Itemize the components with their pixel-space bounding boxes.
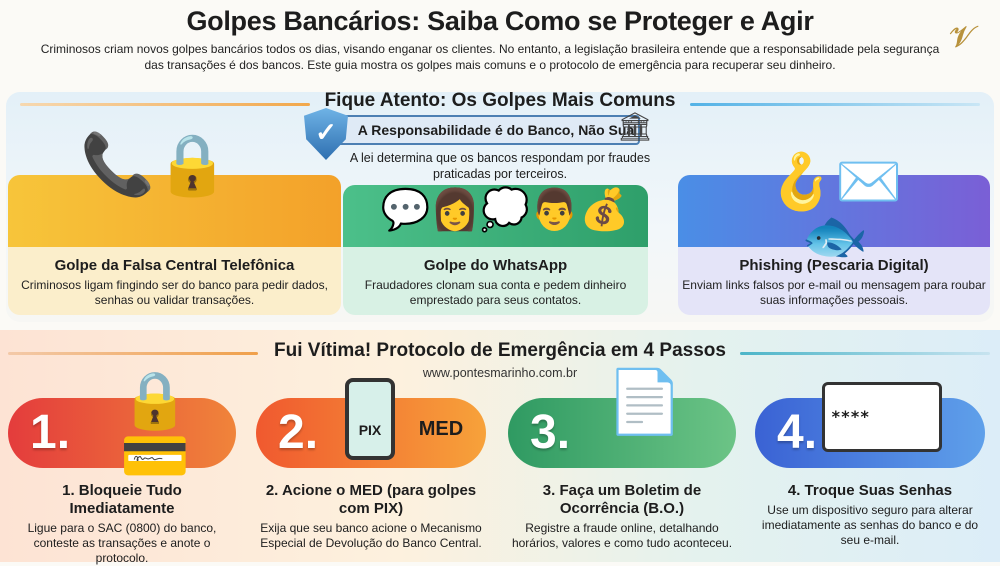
scam-title: Phishing (Pescaria Digital) [739, 257, 929, 274]
scam-title: Golpe do WhatsApp [423, 257, 568, 274]
phone-lock-icon: 📞🔒 [80, 131, 230, 198]
police-report-icon: 📄 [606, 368, 684, 437]
website-url: www.pontesmarinho.com.br [422, 366, 578, 380]
step-title: 3. Faça um Boletim de Ocorrência (B.O.) [542, 482, 702, 517]
step-number: 3. [530, 406, 571, 459]
whatsapp-chat-icon: 💬👩💭👨💰 [380, 188, 630, 232]
scam-desc: Enviam links falsos por e-mail ou mensag… [682, 278, 986, 307]
divider [8, 352, 258, 355]
step-3-pill: 3. [508, 398, 736, 468]
page-title: Golpes Bancários: Saiba Como se Proteger… [186, 6, 814, 36]
lock-card-icon: 🔒💳 [120, 368, 190, 487]
responsibility-subtext: A lei determina que os bancos respondam … [349, 151, 651, 181]
step-desc: Ligue para o SAC (0800) do banco, contes… [27, 521, 217, 565]
scam-card-phishing: Phishing (Pescaria Digital) Enviam links … [678, 175, 990, 315]
bank-icon: 🏛 [617, 111, 653, 142]
divider [740, 352, 990, 355]
pix-phone-icon: PIX [345, 378, 395, 460]
step-1-pill: 1. [8, 398, 236, 468]
step-title: 2. Acione o MED (para golpes com PIX) [265, 482, 477, 517]
intro-text: Criminosos criam novos golpes bancários … [40, 42, 940, 72]
step-desc: Registre a fraude online, detalhando hor… [511, 521, 733, 550]
divider [20, 103, 310, 106]
step-number: 1. [30, 406, 71, 459]
med-refund-icon: MED [418, 418, 464, 440]
law-firm-logo-icon: 𝓥 [949, 20, 975, 55]
section-heading-scams: Fique Atento: Os Golpes Mais Comuns [324, 90, 676, 111]
step-3-text: 3. Faça um Boletim de Ocorrência (B.O.) R… [508, 482, 736, 551]
step-title: 1. Bloqueie Tudo Imediatamente [62, 482, 182, 517]
password-window-icon: **** [822, 382, 942, 452]
divider [690, 103, 980, 106]
step-2-text: 2. Acione o MED (para golpes com PIX) Exi… [256, 482, 486, 551]
scam-desc: Fraudadores clonam sua conta e pedem din… [364, 278, 627, 307]
step-title: 4. Troque Suas Senhas [787, 482, 953, 499]
step-desc: Use um dispositivo seguro para alterar i… [761, 503, 979, 547]
step-number: 2. [278, 406, 319, 459]
step-number: 4. [777, 406, 818, 459]
scam-desc: Criminosos ligam fingindo ser do banco p… [21, 278, 328, 307]
responsibility-banner: A Responsabilidade é do Banco, Não Sua [330, 115, 640, 145]
phishing-hook-email-icon: 🪝✉️🐟 [767, 152, 903, 266]
step-desc: Exija que seu banco acione o Mecanismo E… [260, 521, 482, 550]
scam-title: Golpe da Falsa Central Telefônica [54, 257, 295, 274]
section-heading-protocol: Fui Vítima! Protocolo de Emergência em 4… [274, 340, 726, 361]
